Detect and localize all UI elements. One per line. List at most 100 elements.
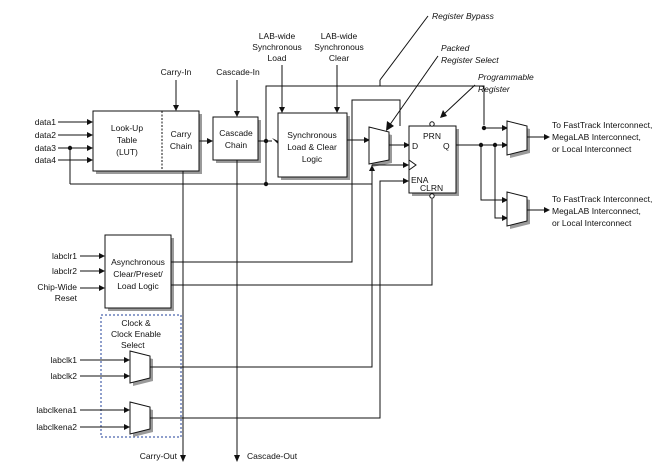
- clkena-to-register-wire: [150, 180, 403, 419]
- clock-mux: [129, 350, 151, 384]
- programmable-register-callout: [443, 84, 476, 115]
- bypass-junction: [481, 125, 487, 131]
- async-logic-label-3: Load Logic: [117, 281, 159, 291]
- cascade-in-arrowhead: [234, 111, 240, 117]
- clkena-arrowhead: [403, 178, 409, 184]
- labclr1-arrowhead: [99, 253, 105, 259]
- mux-to-d-arrowhead: [404, 142, 410, 148]
- output1-arrowhead: [544, 134, 550, 140]
- async-to-clrn-wire: [171, 199, 433, 286]
- input-label-data1: data1: [35, 117, 57, 127]
- labclk2-arrowhead: [124, 373, 130, 379]
- carry-in-arrowhead: [173, 105, 179, 111]
- output2-label-3: or Local Interconnect: [552, 218, 632, 228]
- clock-select-group: [100, 314, 182, 438]
- q-to-mux2-wire-b: [494, 145, 504, 219]
- carry-chain-label-1: Carry: [171, 129, 193, 139]
- programmable-register-label-2: Register: [478, 84, 511, 94]
- cascade-out-arrowhead: [234, 455, 240, 462]
- clock-to-register-wire: [150, 164, 403, 368]
- output1-label-3: or Local Interconnect: [552, 144, 632, 154]
- data3-arrowhead: [87, 145, 93, 151]
- cascade-out-label: Cascade-Out: [247, 451, 298, 461]
- input-label-labclr2: labclr2: [52, 266, 77, 276]
- prn-bubble: [429, 121, 435, 127]
- async-logic-label-1: Asynchronous: [111, 257, 165, 267]
- cascade-chain-label-1: Cascade: [219, 128, 253, 138]
- carry-in-label: Carry-In: [161, 67, 192, 77]
- packed-register-label-1: Packed: [441, 43, 470, 53]
- lab-sync-clear-label-3: Clear: [329, 53, 349, 63]
- input-label-labclr1: labclr1: [52, 251, 77, 261]
- carry-out-label: Carry-Out: [140, 451, 178, 461]
- clock-input-triangle: [408, 159, 417, 171]
- carry-chain-label-2: Chain: [170, 141, 192, 151]
- clock-enable-mux: [129, 401, 151, 435]
- bypass-path-junction: [263, 181, 269, 187]
- register-d-label: D: [412, 141, 418, 151]
- register-bypass-callout: [379, 15, 429, 81]
- programmable-register-callout-arrowhead: [440, 110, 447, 118]
- lab-sync-clear-label-1: LAB-wide: [321, 31, 358, 41]
- lut-label-3: (LUT): [116, 147, 138, 157]
- register-clrn-label: CLRN: [420, 183, 443, 193]
- labclkena2-arrowhead: [124, 424, 130, 430]
- programmable-register-label-1: Programmable: [478, 72, 534, 82]
- q-to-mux2-wire-a: [480, 145, 504, 201]
- lut-label-2: Table: [117, 135, 138, 145]
- carry-out-arrowhead: [180, 455, 186, 462]
- register-q-label: Q: [443, 141, 450, 151]
- register-bypass-wire: [265, 85, 485, 141]
- output1-label-1: To FastTrack Interconnect,: [552, 120, 652, 130]
- output2-arrowhead: [544, 207, 550, 213]
- packed-select-wire: [351, 99, 401, 176]
- cascade-in-label: Cascade-In: [216, 67, 260, 77]
- clrn-bubble: [429, 193, 435, 199]
- packed-register-callout-arrowhead: [386, 121, 394, 131]
- packed-register-callout: [388, 55, 439, 127]
- sync-load-arrowhead: [279, 107, 285, 113]
- register-ena-label: ENA: [411, 175, 429, 185]
- cascade-chain-block: [212, 116, 259, 161]
- cascade-chain-label-2: Chain: [225, 140, 247, 150]
- sync-logic-label-2: Load & Clear: [287, 142, 337, 152]
- sync-logic-label-3: Logic: [302, 154, 323, 164]
- input-label-labclk2: labclk2: [51, 371, 78, 381]
- output1-label-2: MegaLAB Interconnect,: [552, 132, 641, 142]
- clock-select-label-1: Clock &: [121, 318, 151, 328]
- bypass-mux1-arrowhead: [502, 125, 508, 131]
- mux2-in1-arrowhead: [502, 197, 508, 203]
- output-mux-2: [506, 191, 528, 227]
- output2-label-2: MegaLAB Interconnect,: [552, 206, 641, 216]
- data4-arrowhead: [87, 157, 93, 163]
- lut-to-cascade-arrowhead: [207, 138, 213, 144]
- sync-load-clear-block: [277, 112, 348, 178]
- clock-select-label-2: Clock Enable: [111, 329, 161, 339]
- async-clear-preset-load-block: [104, 234, 172, 309]
- lab-sync-load-label-3: Load: [268, 53, 287, 63]
- clock-select-label-3: Select: [121, 340, 145, 350]
- packed-register-label-2: Register Select: [441, 55, 499, 65]
- sync-logic-label-1: Synchronous: [287, 130, 337, 140]
- input-label-chip-reset-1: Chip-Wide: [37, 282, 77, 292]
- labclk1-arrowhead: [124, 357, 130, 363]
- data1-arrowhead: [87, 119, 93, 125]
- lut-carry-block: [92, 110, 200, 172]
- async-to-packed-mux-wire: [171, 176, 353, 263]
- clock-arrowhead: [403, 162, 409, 168]
- data2-arrowhead: [87, 132, 93, 138]
- input-label-labclk1: labclk1: [51, 355, 78, 365]
- output2-label-1: To FastTrack Interconnect,: [552, 194, 652, 204]
- labclkena1-arrowhead: [124, 407, 130, 413]
- lab-sync-clear-label-2: Synchronous: [314, 42, 364, 52]
- async-logic-label-2: Clear/Preset/: [113, 269, 163, 279]
- lut-label-1: Look-Up: [111, 123, 143, 133]
- input-label-data3: data3: [35, 143, 57, 153]
- lab-sync-load-label-1: LAB-wide: [259, 31, 296, 41]
- programmable-register: [408, 125, 457, 194]
- output-mux-1: [506, 120, 528, 156]
- mux2-in2-arrowhead: [502, 215, 508, 221]
- lab-sync-load-label-2: Synchronous: [252, 42, 302, 52]
- sync-clear-arrowhead: [334, 107, 340, 113]
